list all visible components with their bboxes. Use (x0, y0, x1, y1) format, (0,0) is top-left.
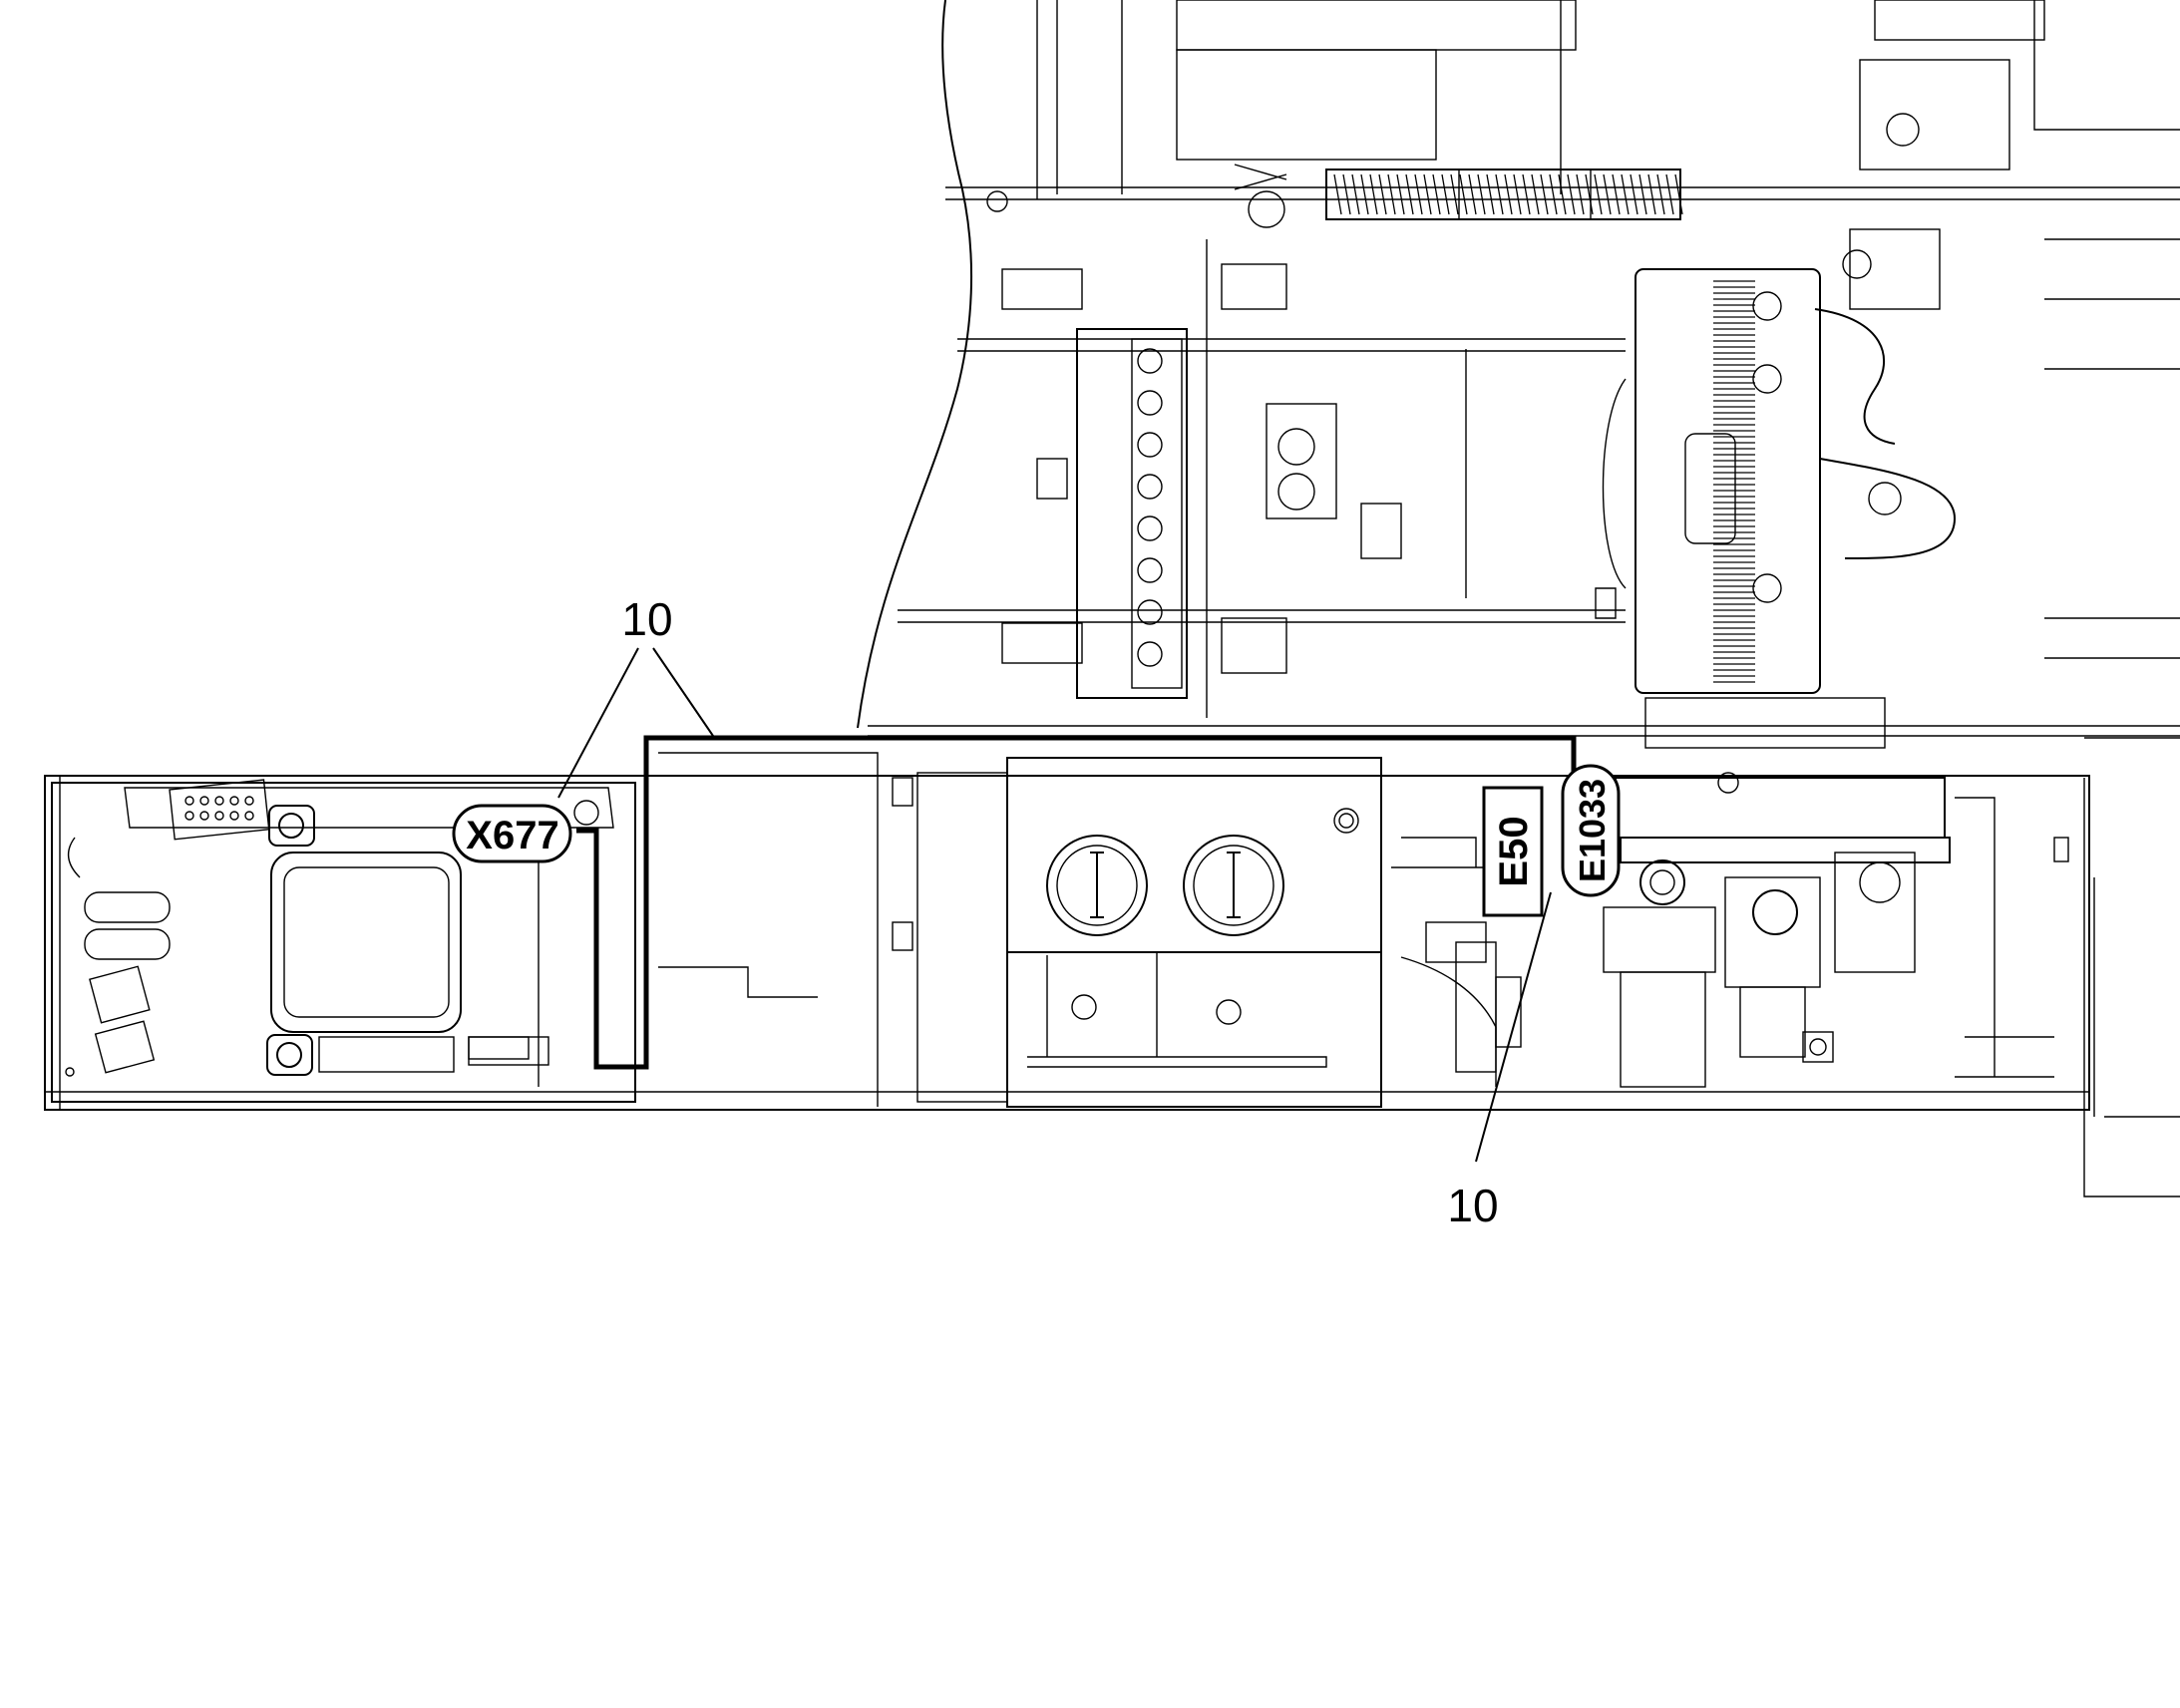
radiator-hatch-line (1630, 173, 1638, 215)
radiator-hatch-line (1396, 173, 1405, 215)
radiator-hatch-line (1414, 173, 1423, 215)
radiator-hatch-line (1387, 173, 1396, 215)
radiator-hatch-line (1459, 173, 1468, 215)
radiator-hatch-line (1351, 173, 1360, 215)
radiator-hatch-line (1405, 173, 1414, 215)
radiator-hatch-line (1558, 173, 1567, 215)
radiator-hatch-line (1585, 173, 1594, 215)
radiator-hatch-line (1504, 173, 1513, 215)
radiator-hatch-line (1342, 173, 1351, 215)
radiator-hatch-line (1468, 173, 1477, 215)
radiator-hatch-line (1522, 173, 1531, 215)
connector-e50-tag[interactable]: E50 (1482, 786, 1544, 917)
engine-drawing (1595, 0, 2045, 749)
radiator-hatch-line (1567, 173, 1576, 215)
control-panel-buttons (184, 796, 254, 821)
radiator-hatch-line (1638, 173, 1647, 215)
operator-cab-drawing (51, 779, 636, 1103)
radiator-hatch-line (1360, 173, 1369, 215)
radiator-hatch-line (1621, 173, 1630, 215)
radiator-hatch-line (1495, 173, 1504, 215)
callout-leader-lines (557, 647, 1552, 1163)
radiator-hatch-line (1450, 173, 1459, 215)
radiator-hatch-line (1594, 173, 1603, 215)
radiator-hatch-line (1486, 173, 1495, 215)
radiator-hatch-line (1540, 173, 1549, 215)
radiator-hatch-line (1674, 173, 1683, 215)
radiator-hatch-line (1576, 173, 1585, 215)
radiator-hatch-line (1333, 173, 1342, 215)
connector-e1033-tag[interactable]: E1033 (1561, 764, 1621, 897)
radiator-core-drawing (1325, 169, 1683, 220)
valve-bank-drawing (986, 0, 1577, 718)
radiator-hatch-line (1665, 173, 1674, 215)
harness-callout-bottom: 10 (1447, 1180, 1498, 1231)
radiator-hatch-line (1477, 173, 1486, 215)
radiator-hatch-line (1513, 173, 1522, 215)
radiator-hatch-line (1647, 173, 1656, 215)
radiator-hatch-line (1369, 173, 1378, 215)
radiator-hatch-line (1603, 173, 1612, 215)
radiator-hatch-line (1423, 173, 1432, 215)
radiator-hatch-line (1656, 173, 1665, 215)
connector-e1033-label: E1033 (1572, 779, 1613, 882)
tank-assembly-drawing (658, 752, 1382, 1108)
valve-stack (1137, 348, 1163, 667)
machine-frame-drawing (44, 0, 2180, 1197)
radiator-hatch-line (1441, 173, 1450, 215)
connector-x677-tag[interactable]: X677 (452, 804, 572, 863)
radiator-hatch-line (1531, 173, 1540, 215)
wiring-harness-route (576, 735, 1577, 1070)
harness-callout-top: 10 (621, 593, 672, 645)
radiator-hatch-line (1432, 173, 1441, 215)
connector-e50-label: E50 (1492, 816, 1536, 886)
radiator-hatch-line (1612, 173, 1621, 215)
connector-x677-label: X677 (466, 814, 558, 857)
radiator-hatch-line (1378, 173, 1387, 215)
engine-cooling-fins (1713, 280, 1755, 683)
radiator-hatch-line (1549, 173, 1558, 215)
